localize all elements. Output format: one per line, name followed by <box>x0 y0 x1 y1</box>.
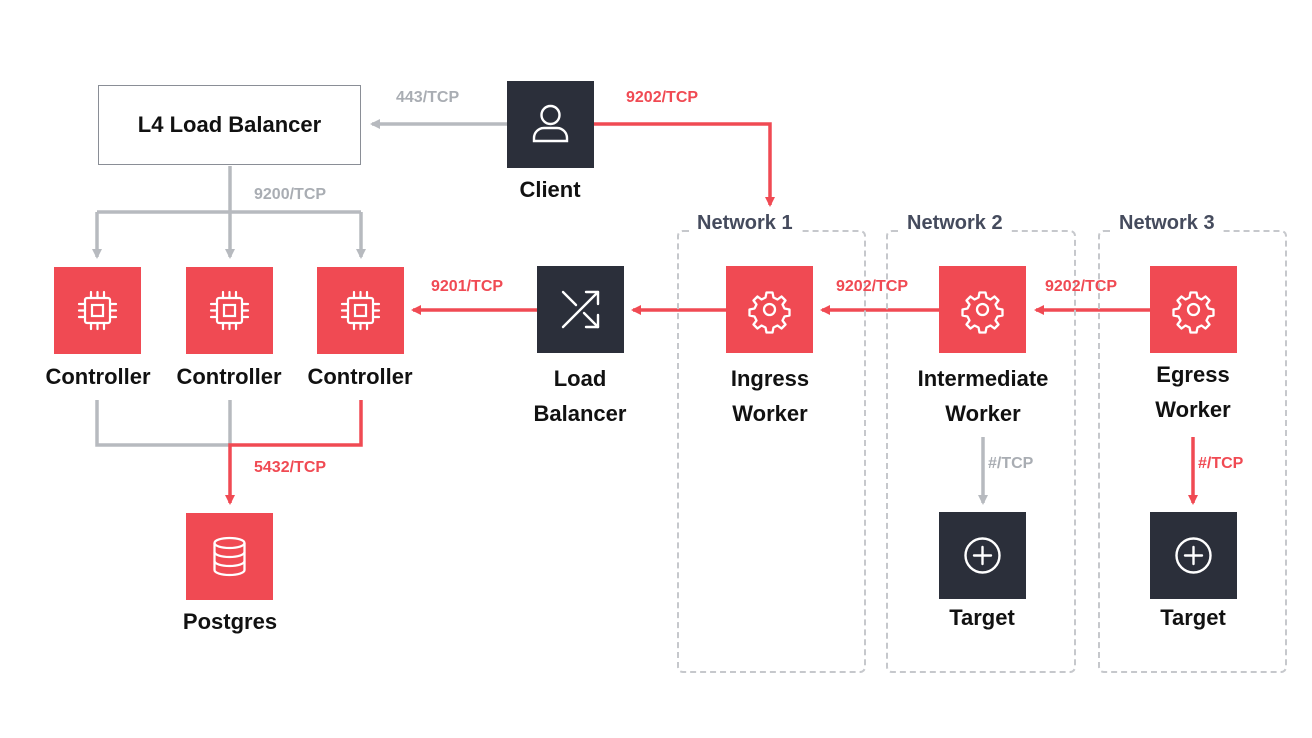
egress-worker-label: Egress Worker <box>1123 357 1263 427</box>
controller-2-label: Controller <box>176 364 282 389</box>
egress-worker-label-line2: Worker <box>1155 397 1231 422</box>
target-2-label: Target <box>1160 605 1226 630</box>
controller-3-label: Controller <box>307 364 413 389</box>
egress-worker-label-line1: Egress <box>1156 362 1230 387</box>
controller-1-node <box>54 267 141 354</box>
gear-icon <box>748 291 791 334</box>
load-balancer-label-line2: Balancer <box>533 401 627 426</box>
port-client-to-ingress: 9202/TCP <box>626 89 699 106</box>
network-3-title: Network 3 <box>1112 212 1222 235</box>
edge-controller-3-to-postgres <box>225 400 363 505</box>
port-lb-to-controller: 9201/TCP <box>431 278 504 295</box>
gear-icon <box>961 291 1004 334</box>
port-l4-to-controllers: 9200/TCP <box>254 186 327 203</box>
network-2-title: Network 2 <box>900 212 1010 235</box>
port-controllers-to-postgres: 5432/TCP <box>254 459 327 476</box>
gear-icon <box>1172 291 1215 334</box>
chip-icon <box>77 290 118 331</box>
l4-load-balancer: L4 Load Balancer <box>98 85 361 165</box>
chip-icon <box>209 290 250 331</box>
egress-worker-node <box>1150 266 1237 353</box>
load-balancer-label: Load Balancer <box>505 361 655 431</box>
port-client-to-l4: 443/TCP <box>396 89 460 106</box>
intermediate-worker-label-line1: Intermediate <box>917 366 1049 391</box>
ingress-worker-label-line1: Ingress <box>730 366 810 391</box>
plus-circle-icon <box>1175 537 1212 574</box>
postgres-label: Postgres <box>182 609 278 634</box>
edge-client-to-ingress <box>594 122 775 207</box>
database-icon <box>213 536 246 577</box>
load-balancer-node <box>537 266 624 353</box>
intermediate-worker-node <box>939 266 1026 353</box>
target-2-node <box>1150 512 1237 599</box>
target-1-label: Target <box>949 605 1015 630</box>
target-1-node <box>939 512 1026 599</box>
ingress-worker-node <box>726 266 813 353</box>
ingress-worker-label: Ingress Worker <box>700 361 840 431</box>
controller-3-node <box>317 267 404 354</box>
port-intermediate-to-ingress: 9202/TCP <box>836 278 909 295</box>
intermediate-worker-label-line2: Worker <box>945 401 1021 426</box>
edge-controller-1-down <box>95 400 230 447</box>
client-label: Client <box>519 177 581 202</box>
user-icon <box>532 104 569 143</box>
plus-circle-icon <box>964 537 1001 574</box>
l4-load-balancer-label: L4 Load Balancer <box>137 112 322 137</box>
controller-2-node <box>186 267 273 354</box>
chip-icon <box>340 290 381 331</box>
port-egress-to-intermediate: 9202/TCP <box>1045 278 1118 295</box>
controller-1-label: Controller <box>45 364 151 389</box>
port-egress-to-target: #/TCP <box>1198 455 1244 472</box>
intermediate-worker-label: Intermediate Worker <box>898 361 1068 431</box>
port-intermediate-to-target: #/TCP <box>988 455 1034 472</box>
postgres-node <box>186 513 273 600</box>
client-node <box>507 81 594 168</box>
shuffle-icon <box>561 290 600 329</box>
network-1-title: Network 1 <box>690 212 800 235</box>
load-balancer-label-line1: Load <box>553 366 607 391</box>
ingress-worker-label-line2: Worker <box>732 401 808 426</box>
